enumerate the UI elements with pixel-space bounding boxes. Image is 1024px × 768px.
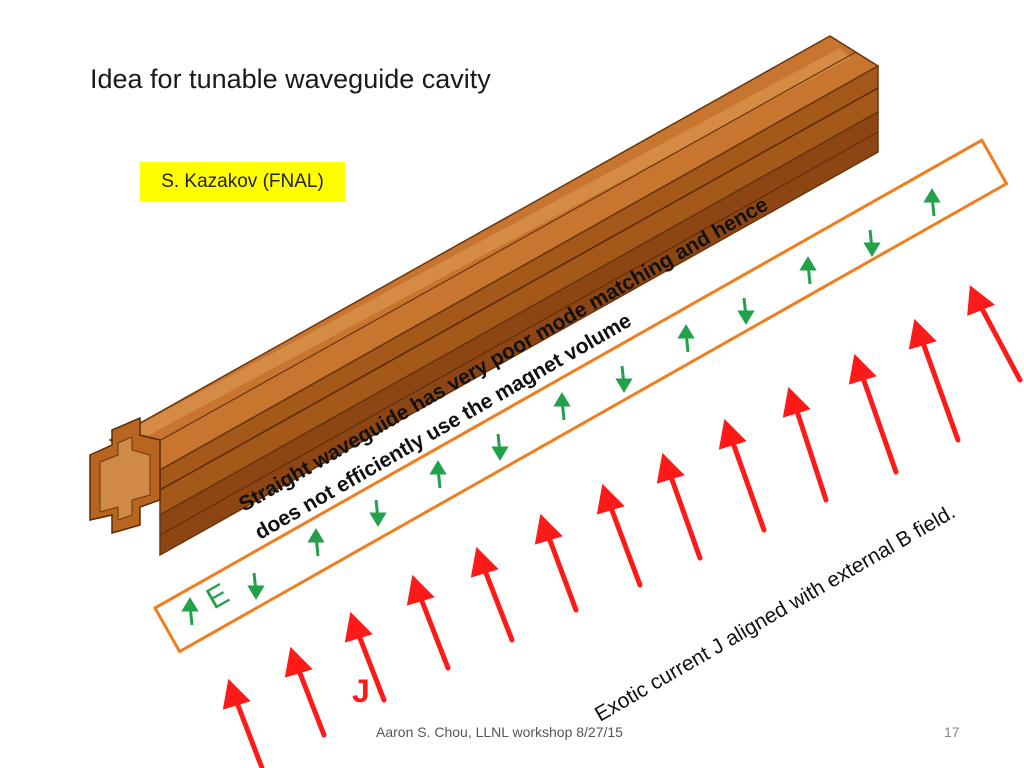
green-arrow-icon	[863, 229, 881, 257]
green-arrow-icon	[429, 460, 447, 489]
green-arrow-icon	[307, 528, 325, 557]
current-arrows	[222, 285, 1023, 768]
green-arrow-icon	[737, 297, 755, 325]
red-arrow-icon	[782, 386, 829, 503]
red-arrow-icon	[908, 318, 961, 443]
waveguide-bar	[89, 35, 880, 557]
green-arrow-icon	[369, 499, 387, 527]
red-arrow-icon	[967, 285, 1023, 383]
exotic-current-caption: Exotic current J aligned with external B…	[591, 500, 959, 726]
green-arrow-icon	[677, 324, 695, 353]
red-arrow-icon	[534, 513, 579, 613]
green-arrow-icon	[181, 597, 199, 626]
slide-title: Idea for tunable waveguide cavity	[90, 64, 491, 94]
green-arrow-icon	[799, 256, 817, 285]
red-arrow-icon	[344, 611, 387, 703]
credit-label: S. Kazakov (FNAL)	[140, 162, 345, 202]
e-field-arrows	[181, 188, 941, 626]
page-number: 17	[944, 724, 960, 740]
red-arrow-icon	[596, 483, 643, 588]
red-arrow-icon	[718, 418, 767, 533]
red-arrow-icon	[222, 678, 265, 768]
green-arrow-icon	[923, 188, 941, 217]
green-arrow-icon	[247, 572, 265, 600]
green-arrow-icon	[491, 433, 509, 461]
red-arrow-icon	[406, 574, 451, 671]
current-label: J	[352, 673, 370, 709]
green-arrow-icon	[553, 392, 571, 421]
footer-text: Aaron S. Chou, LLNL workshop 8/27/15	[376, 724, 623, 740]
green-arrow-icon	[615, 365, 633, 393]
red-arrow-icon	[284, 646, 327, 738]
red-arrow-icon	[848, 353, 899, 475]
red-arrow-icon	[656, 452, 703, 561]
e-field-box	[152, 138, 1009, 654]
red-arrow-icon	[470, 546, 515, 643]
